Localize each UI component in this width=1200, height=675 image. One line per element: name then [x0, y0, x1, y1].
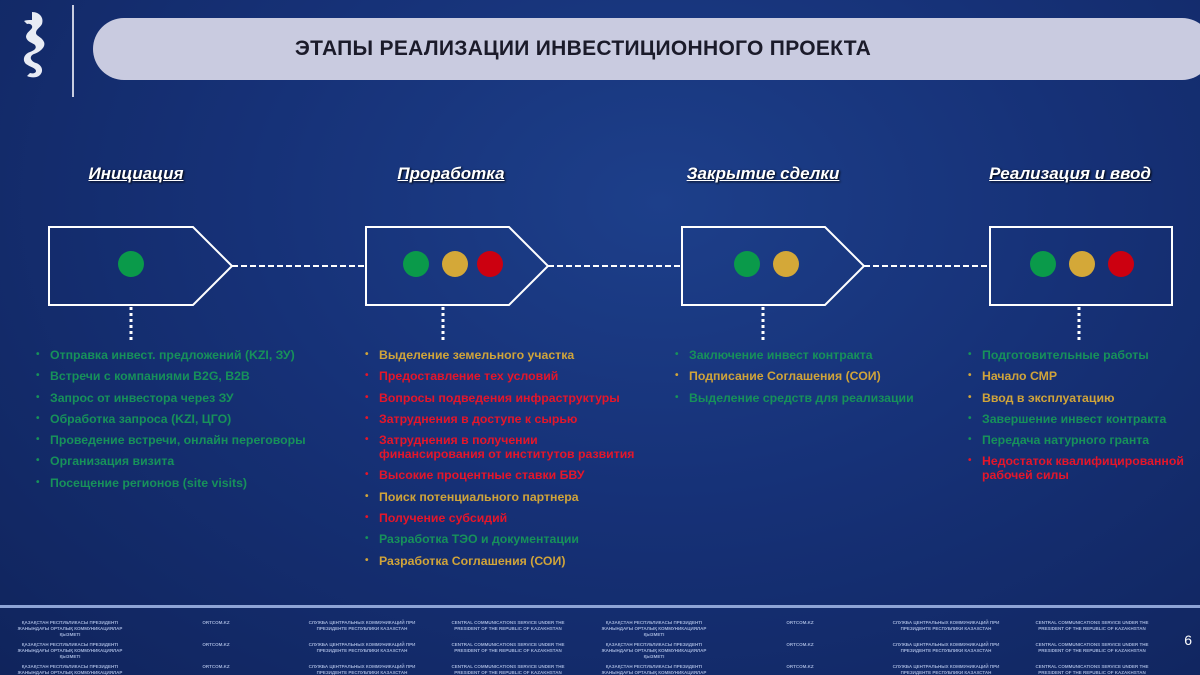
status-indicator-green [1030, 251, 1056, 277]
list-item: Затруднения в доступе к сырью [365, 412, 635, 426]
watermark-text: ҚАЗАҚСТАН РЕСПУБЛИКАСЫ ПРЕЗИДЕНТІ ЖАНЫНД… [17, 620, 123, 637]
list-item: Заключение инвест контракта [675, 348, 914, 362]
watermark-text: ORTCOM.KZ [786, 664, 814, 669]
watermark-text: ҚАЗАҚСТАН РЕСПУБЛИКАСЫ ПРЕЗИДЕНТІ ЖАНЫНД… [601, 664, 707, 675]
watermark-text: ORTCOM.KZ [786, 620, 814, 625]
stage-box-elaboration [365, 226, 550, 306]
list-item: Завершение инвест контракта [968, 412, 1200, 426]
list-item: Недостаток квалифицированной рабочей сил… [968, 454, 1200, 482]
watermark-text: СЛУЖБА ЦЕНТРАЛЬНЫХ КОММУНИКАЦИЙ ПРИ ПРЕЗ… [892, 642, 1000, 653]
list-item: Проведение встречи, онлайн переговоры [36, 433, 306, 447]
stage-list-elaboration: Выделение земельного участкаПредоставлен… [365, 348, 635, 575]
stage-list-implementation: Подготовительные работыНачало СМР Ввод в … [968, 348, 1200, 490]
list-item: Обработка запроса (KZI, ЦГО) [36, 412, 306, 426]
stage-box-initiation [48, 226, 234, 306]
watermark-text: CENTRAL COMMUNICATIONS SERVICE UNDER THE… [1035, 620, 1149, 631]
watermark-text: ORTCOM.KZ [202, 664, 230, 669]
stages-flow-diagram [48, 226, 1173, 306]
page-title: ЭТАПЫ РЕАЛИЗАЦИИ ИНВЕСТИЦИОННОГО ПРОЕКТА [294, 37, 872, 60]
list-item: Ввод в эксплуатацию [968, 391, 1200, 405]
stage-box-implementation [989, 226, 1173, 306]
header-divider [72, 5, 74, 97]
watermark-text: СЛУЖБА ЦЕНТРАЛЬНЫХ КОММУНИКАЦИЙ ПРИ ПРЕЗ… [308, 620, 416, 631]
status-indicator-yellow [442, 251, 468, 277]
watermark-text: ORTCOM.KZ [202, 620, 230, 625]
list-item: Разработка ТЭО и документации [365, 532, 635, 546]
stage-title-deal-closing: Закрытие сделки [686, 164, 840, 183]
status-indicator-yellow [1069, 251, 1095, 277]
watermark-text: CENTRAL COMMUNICATIONS SERVICE UNDER THE… [451, 642, 565, 653]
list-item: Передача натурного гранта [968, 433, 1200, 447]
snow-leopard-logo-icon [23, 12, 45, 78]
stage-list-deal-closing: Заключение инвест контрактаПодписание Со… [675, 348, 914, 412]
status-indicator-red [1108, 251, 1134, 277]
list-item: Организация визита [36, 454, 306, 468]
list-item: Посещение регионов (site visits) [36, 476, 306, 490]
status-indicator-red [477, 251, 503, 277]
watermark-text: ҚАЗАҚСТАН РЕСПУБЛИКАСЫ ПРЕЗИДЕНТІ ЖАНЫНД… [601, 642, 707, 659]
footer-watermark: ҚАЗАҚСТАН РЕСПУБЛИКАСЫ ПРЕЗИДЕНТІ ЖАНЫНД… [0, 612, 1200, 675]
watermark-text: ҚАЗАҚСТАН РЕСПУБЛИКАСЫ ПРЕЗИДЕНТІ ЖАНЫНД… [17, 664, 123, 675]
list-item: Начало СМР [968, 369, 1200, 383]
title-bar: ЭТАПЫ РЕАЛИЗАЦИИ ИНВЕСТИЦИОННОГО ПРОЕКТА [93, 18, 1200, 80]
footer-divider [0, 605, 1200, 608]
watermark-text: CENTRAL COMMUNICATIONS SERVICE UNDER THE… [1035, 664, 1149, 675]
watermark-text: СЛУЖБА ЦЕНТРАЛЬНЫХ КОММУНИКАЦИЙ ПРИ ПРЕЗ… [308, 642, 416, 653]
list-item: Поиск потенциального партнера [365, 490, 635, 504]
list-item: Отправка инвест. предложений (KZI, ЗУ) [36, 348, 306, 362]
list-item: Выделение земельного участка [365, 348, 635, 362]
stage-title-elaboration: Проработка [397, 164, 505, 183]
list-item: Встречи с компаниями B2G, B2B [36, 369, 306, 383]
stage-title-implementation: Реализация и ввод [989, 164, 1151, 183]
watermark-text: СЛУЖБА ЦЕНТРАЛЬНЫХ КОММУНИКАЦИЙ ПРИ ПРЕЗ… [308, 664, 416, 675]
stage-box-deal-closing [681, 226, 866, 306]
status-indicator-green [403, 251, 429, 277]
watermark-text: ORTCOM.KZ [202, 642, 230, 647]
status-indicator-yellow [773, 251, 799, 277]
stage-list-initiation: Отправка инвест. предложений (KZI, ЗУ) Вс… [36, 348, 306, 497]
stage-title-initiation: Инициация [88, 164, 184, 183]
watermark-text: CENTRAL COMMUNICATIONS SERVICE UNDER THE… [451, 620, 565, 631]
watermark-text: ҚАЗАҚСТАН РЕСПУБЛИКАСЫ ПРЕЗИДЕНТІ ЖАНЫНД… [601, 620, 707, 637]
page-number: 6 [1184, 632, 1192, 648]
list-item: Затруднения в получении финансирования о… [365, 433, 635, 461]
list-item: Получение субсидий [365, 511, 635, 525]
list-item: Разработка Соглашения (СОИ) [365, 554, 635, 568]
list-item: Выделение средств для реализации [675, 391, 914, 405]
list-item: Запрос от инвестора через ЗУ [36, 391, 306, 405]
watermark-text: СЛУЖБА ЦЕНТРАЛЬНЫХ КОММУНИКАЦИЙ ПРИ ПРЕЗ… [892, 664, 1000, 675]
watermark-text: CENTRAL COMMUNICATIONS SERVICE UNDER THE… [1035, 642, 1149, 653]
list-item: Подписание Соглашения (СОИ) [675, 369, 914, 383]
watermark-text: СЛУЖБА ЦЕНТРАЛЬНЫХ КОММУНИКАЦИЙ ПРИ ПРЕЗ… [892, 620, 1000, 631]
list-item: Высокие процентные ставки БВУ [365, 468, 635, 482]
status-indicator-green [734, 251, 760, 277]
watermark-text: ҚАЗАҚСТАН РЕСПУБЛИКАСЫ ПРЕЗИДЕНТІ ЖАНЫНД… [17, 642, 123, 659]
status-indicator-green [118, 251, 144, 277]
watermark-text: ORTCOM.KZ [786, 642, 814, 647]
watermark-text: CENTRAL COMMUNICATIONS SERVICE UNDER THE… [451, 664, 565, 675]
list-item: Подготовительные работы [968, 348, 1200, 362]
list-item: Предоставление тех условий [365, 369, 635, 383]
list-item: Вопросы подведения инфраструктуры [365, 391, 635, 405]
